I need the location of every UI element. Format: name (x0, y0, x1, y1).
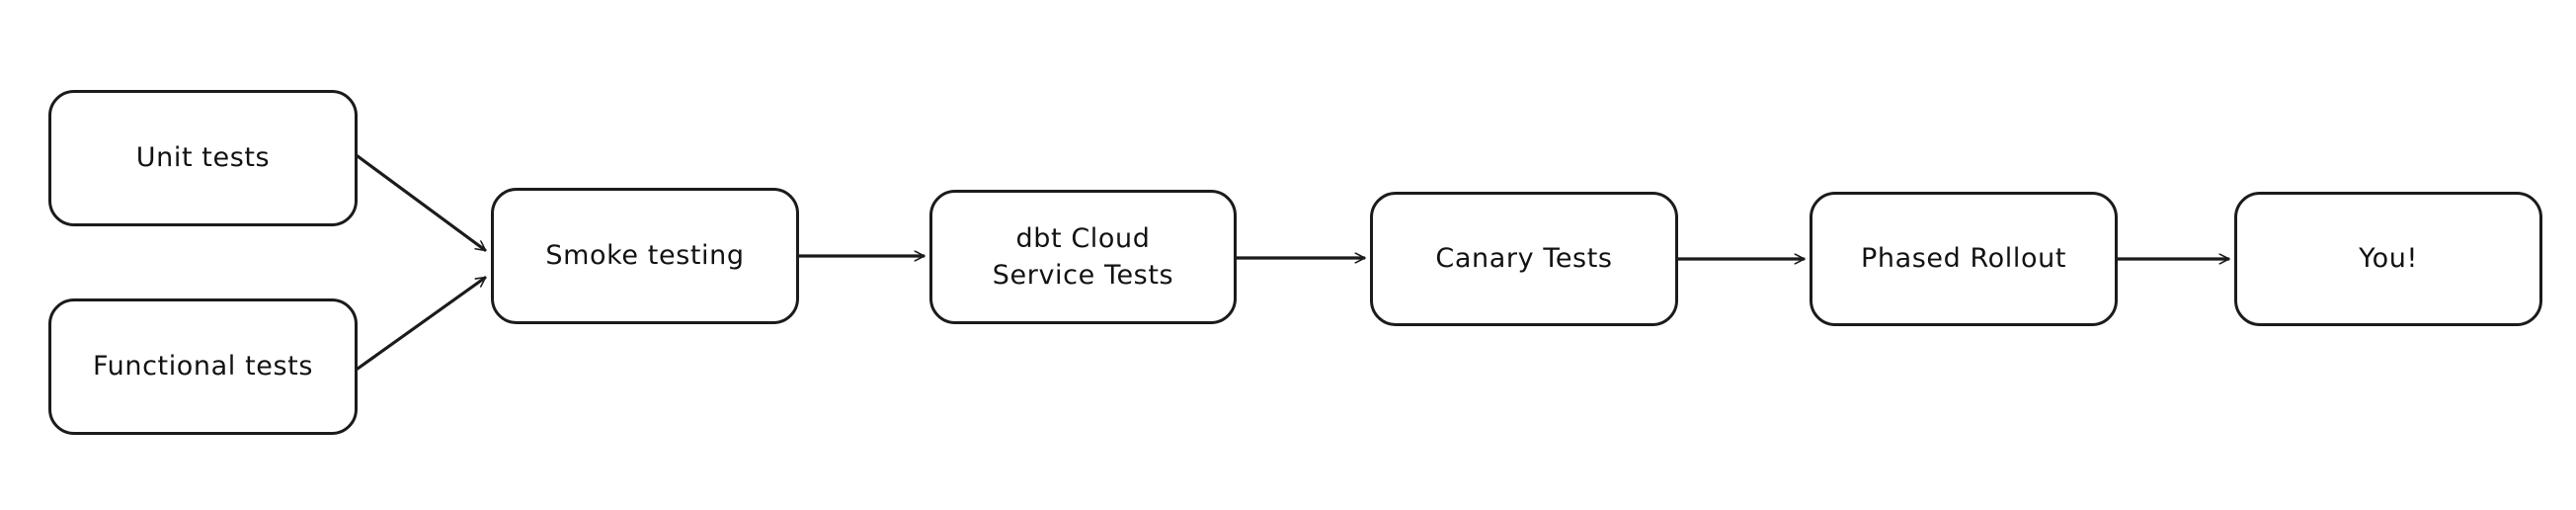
node-smoke-testing-label: Smoke testing (545, 240, 745, 272)
node-phased-rollout[interactable]: Phased Rollout (1810, 192, 2118, 326)
node-canary-tests-label: Canary Tests (1435, 243, 1613, 275)
edge-unit-tests-to-smoke-testing (356, 154, 487, 252)
node-dbt-cloud-service-tests[interactable]: dbt Cloud Service Tests (929, 190, 1237, 324)
node-canary-tests[interactable]: Canary Tests (1370, 192, 1678, 326)
node-unit-tests-label: Unit tests (135, 142, 271, 174)
node-you[interactable]: You! (2234, 192, 2542, 326)
node-you-label: You! (2359, 243, 2418, 275)
node-functional-tests[interactable]: Functional tests (48, 298, 358, 435)
edge-functional-tests-to-smoke-testing (356, 276, 487, 371)
node-unit-tests[interactable]: Unit tests (48, 90, 358, 226)
node-dbt-cloud-service-tests-label: dbt Cloud Service Tests (992, 222, 1174, 291)
node-phased-rollout-label: Phased Rollout (1860, 243, 2067, 275)
node-functional-tests-label: Functional tests (93, 351, 313, 382)
node-smoke-testing[interactable]: Smoke testing (491, 188, 799, 324)
